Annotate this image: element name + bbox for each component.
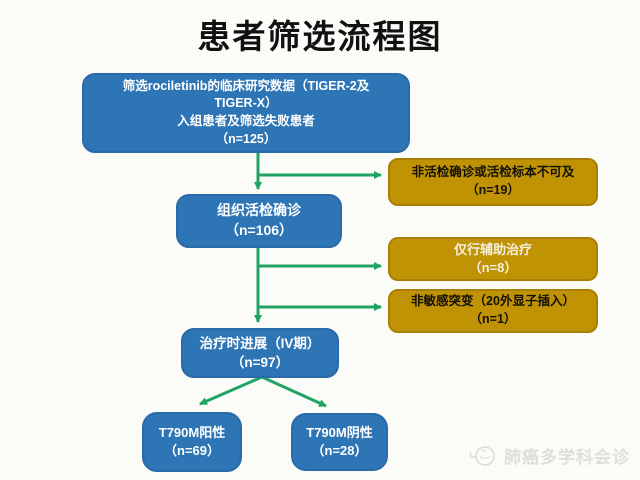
node-count: （n=106） xyxy=(224,222,294,238)
mdt-logo-icon xyxy=(469,446,495,466)
node-count: （n=8） xyxy=(468,260,518,275)
node-text-line: 入组患者及筛选失败患者 xyxy=(177,114,315,128)
flow-node-t790m-positive: T790M阳性 （n=69） xyxy=(142,412,242,472)
node-count: （n=1） xyxy=(469,312,517,326)
watermark-text: 肺癌多学科会诊 xyxy=(504,447,630,467)
flow-node-progression-iv: 治疗时进展（IV期） （n=97） xyxy=(181,328,339,378)
node-text-line: 仅行辅助治疗 xyxy=(453,241,532,257)
node-count: （n=19） xyxy=(466,183,520,197)
node-count: （n=28） xyxy=(311,443,368,458)
node-text-line: T790M阳性 xyxy=(158,424,226,440)
page-title: 患者筛选流程图 xyxy=(197,18,443,55)
flow-node-t790m-negative: T790M阴性 （n=28） xyxy=(291,413,388,471)
flow-node-excluded-insensitive-mutation: 非敏感突变（20外显子插入） （n=1） xyxy=(388,289,598,333)
arrow-to-t790m-pos xyxy=(199,375,263,406)
node-text-line: 治疗时进展（IV期） xyxy=(199,335,321,351)
node-count: （n=97） xyxy=(230,355,290,370)
node-text-line: TIGER-X） xyxy=(214,96,278,111)
node-text-line: 组织活检确诊 xyxy=(217,202,301,219)
node-text-line: 非活检确诊或活检标本不可及 xyxy=(411,165,575,180)
flow-node-excluded-no-biopsy: 非活检确诊或活检标本不可及 （n=19） xyxy=(388,158,598,206)
flow-node-screening-source: 筛选rociletinib的临床研究数据（TIGER-2及 TIGER-X） 入… xyxy=(82,73,410,153)
arrow-to-t790m-neg xyxy=(261,375,327,408)
node-text-line: T790M阴性 xyxy=(306,424,373,440)
watermark: 肺癌多学科会诊 xyxy=(468,438,638,472)
node-text-line: 非敏感突变（20外显子插入） xyxy=(411,294,575,309)
node-text-line: 筛选rociletinib的临床研究数据（TIGER-2及 xyxy=(122,78,370,93)
flow-node-biopsy-confirmed: 组织活检确诊 （n=106） xyxy=(176,194,342,248)
flow-node-excluded-adjuvant-only: 仅行辅助治疗 （n=8） xyxy=(388,237,598,281)
node-count: （n=125） xyxy=(215,131,277,146)
node-count: （n=69） xyxy=(164,443,220,458)
